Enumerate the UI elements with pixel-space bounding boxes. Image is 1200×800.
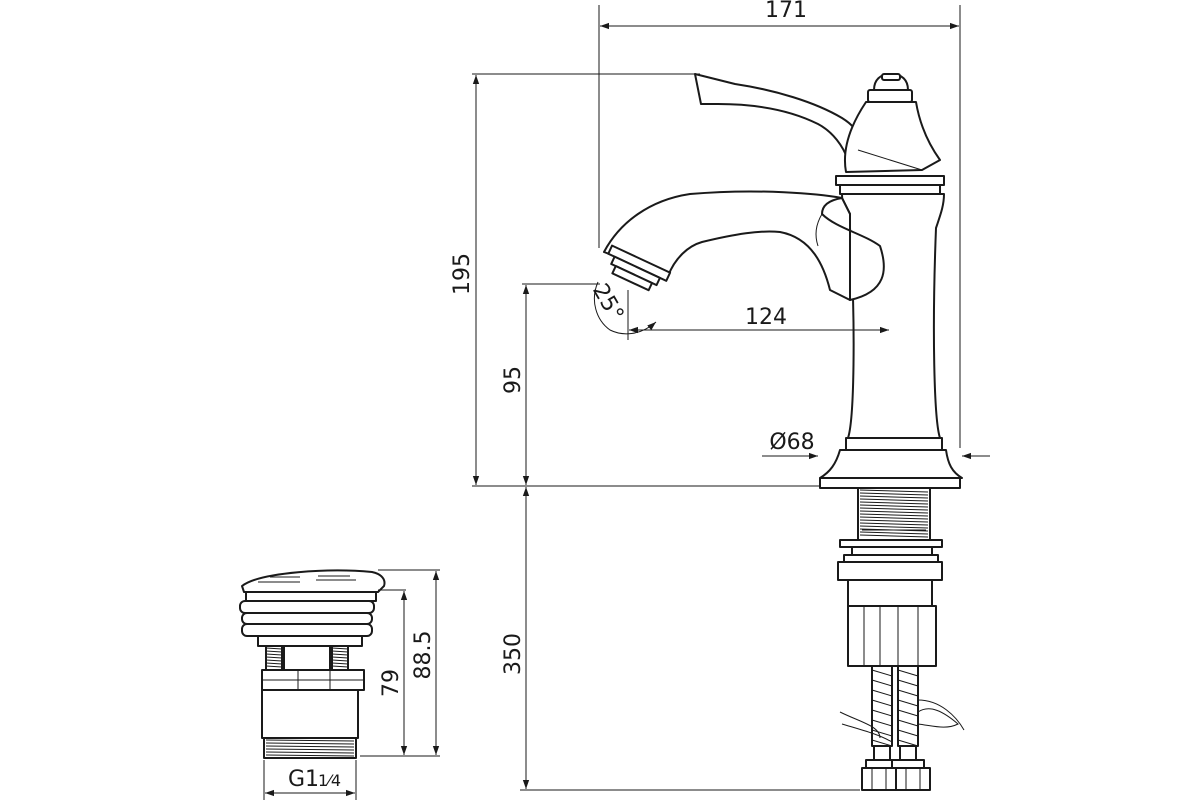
aerator xyxy=(607,244,672,292)
washer xyxy=(839,539,943,548)
dim-171: 171 xyxy=(765,0,807,23)
drain-flange xyxy=(239,600,375,614)
dimension-spout-reach: 124 xyxy=(627,290,889,340)
dim-95: 95 xyxy=(501,366,526,394)
dimension-total-height: 195 xyxy=(450,73,820,487)
dim-350: 350 xyxy=(501,633,526,675)
handle-lever xyxy=(694,73,861,161)
lock-nut xyxy=(837,561,943,581)
dimension-drain-heights: 79 88.5 xyxy=(360,569,440,757)
top-collar xyxy=(835,175,945,186)
dimension-drain-thread: G1 1⁄4 xyxy=(263,760,357,800)
dim-diameter-68: Ø68 xyxy=(769,430,814,455)
fixing-nut xyxy=(847,579,933,607)
handle-finial-ring xyxy=(867,89,913,103)
flexible-hoses xyxy=(839,665,965,791)
drain-cap xyxy=(241,569,386,593)
dim-124: 124 xyxy=(745,305,787,330)
dimension-base-diameter: Ø68 xyxy=(762,430,990,460)
shank-threads xyxy=(859,489,929,538)
hex-nut xyxy=(847,605,937,667)
dim-88-5: 88.5 xyxy=(411,631,436,680)
drain-stem xyxy=(283,645,331,671)
dimension-hose-length: 350 xyxy=(501,487,860,791)
handle-body xyxy=(844,101,941,173)
drain-body xyxy=(261,689,359,739)
base-plate xyxy=(819,477,961,489)
dim-g1-thread: G1 xyxy=(288,767,319,792)
drain-plug xyxy=(239,569,386,759)
body-column xyxy=(841,193,945,439)
base-flare xyxy=(819,449,963,479)
faucet xyxy=(603,73,965,791)
dim-thread-fraction: 1⁄4 xyxy=(318,771,341,790)
dimension-spout-height: 95 xyxy=(501,283,600,485)
dim-25-degrees: 25° xyxy=(587,280,628,326)
base-ring xyxy=(845,437,943,451)
dim-79: 79 xyxy=(379,669,404,697)
spout-joint xyxy=(821,197,885,301)
dim-195: 195 xyxy=(450,253,475,295)
dimension-overall-width: 171 xyxy=(598,0,961,448)
